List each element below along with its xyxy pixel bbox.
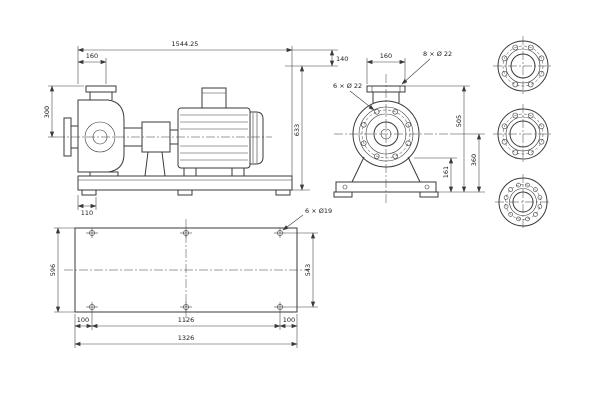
- pump-casing: [77, 99, 125, 177]
- dim-overall-height-label: 633: [293, 124, 301, 136]
- end-discharge-flange: [366, 85, 406, 103]
- mounting-holes: [86, 228, 286, 312]
- dim-total-length-label: 1544.25: [172, 40, 199, 48]
- bearing-frame: [123, 121, 171, 177]
- hole-callout: 6 × Ø19: [282, 207, 332, 231]
- mounting-hole: [274, 228, 286, 238]
- hole-callout-label: 6 × Ø19: [305, 207, 332, 215]
- fan-cover: [250, 111, 264, 165]
- mounting-hole: [86, 302, 98, 312]
- dim-margin-left-label: 100: [77, 316, 89, 324]
- side-dimensions: 1544.25 160 140 633 300 110: [43, 40, 348, 217]
- mounting-hole: [274, 302, 286, 312]
- volute: [352, 100, 420, 168]
- bolt-callout-top-label: 8 × Ø 22: [423, 50, 452, 58]
- dim-plate-length-label: 1326: [178, 334, 195, 342]
- dim-hole-span-length-label: 1126: [178, 316, 195, 324]
- end-dimensions: 160 8 × Ø 22 6 × Ø 22 505 161: [333, 50, 485, 193]
- dim-foot-offset-label: 110: [81, 209, 93, 217]
- dim-margin-left: 100: [74, 316, 93, 329]
- bolt-callout-front-label: 6 × Ø 22: [333, 82, 362, 90]
- plan-view: 6 × Ø19 596 543 100: [49, 207, 332, 348]
- mounting-hole: [86, 228, 98, 238]
- motor: [177, 87, 264, 177]
- bolt-callout-front: 6 × Ø 22: [333, 82, 375, 111]
- side-baseplate: [77, 175, 293, 196]
- dim-end-total-height: 505: [455, 85, 467, 193]
- dim-flange-height-label: 300: [43, 106, 51, 118]
- dim-hole-span-width: 543: [304, 232, 316, 308]
- dim-plate-length: 1326: [74, 334, 298, 347]
- flange-detail-top: [493, 36, 553, 96]
- dim-top-height-label: 140: [336, 55, 348, 63]
- dim-top-height: 140: [329, 49, 348, 67]
- mounting-hole: [180, 228, 192, 238]
- dim-end-total-height-label: 505: [455, 115, 463, 127]
- bolt-callout-top: 8 × Ø 22: [401, 50, 452, 85]
- motor-foot-right: [231, 167, 245, 177]
- dim-overall-height: 633: [293, 65, 305, 191]
- suction-flange: [63, 117, 78, 157]
- dim-end-shaft-height-label: 360: [470, 154, 478, 166]
- dim-end-flange-width-label: 160: [380, 52, 392, 60]
- terminal-box: [201, 87, 227, 109]
- flange-detail-middle: [493, 104, 553, 164]
- end-feet-and-base: [333, 156, 439, 198]
- dim-left-offset: 160: [77, 52, 107, 65]
- dim-hole-span-length: 1126: [91, 316, 281, 329]
- mounting-hole: [180, 302, 192, 312]
- dim-margin-right-label: 100: [283, 316, 295, 324]
- dim-total-length: 1544.25: [77, 40, 293, 53]
- side-view: 1544.25 160 140 633 300 110: [43, 40, 348, 217]
- dim-end-flange-width: 160: [366, 52, 406, 65]
- dim-left-offset-label: 160: [86, 52, 98, 60]
- dim-end-base-height-label: 161: [442, 166, 450, 178]
- dim-plate-width: 596: [49, 227, 61, 313]
- flange-details: [493, 36, 553, 230]
- dim-end-base-height: 161: [442, 157, 454, 193]
- dim-flange-height: 300: [43, 85, 55, 138]
- dim-end-shaft-height: 360: [470, 133, 482, 193]
- motor-foot-left: [183, 167, 197, 177]
- dim-foot-offset: 110: [77, 203, 97, 217]
- dim-margin-right: 100: [279, 316, 298, 329]
- plan-dimensions: 596 543 100 1126 100: [49, 227, 318, 348]
- end-view: 160 8 × Ø 22 6 × Ø 22 505 161: [333, 50, 485, 204]
- flange-detail-bottom: [495, 174, 551, 230]
- dim-plate-width-label: 596: [49, 264, 57, 276]
- dim-hole-span-width-label: 543: [304, 264, 312, 276]
- discharge-flange: [85, 85, 117, 100]
